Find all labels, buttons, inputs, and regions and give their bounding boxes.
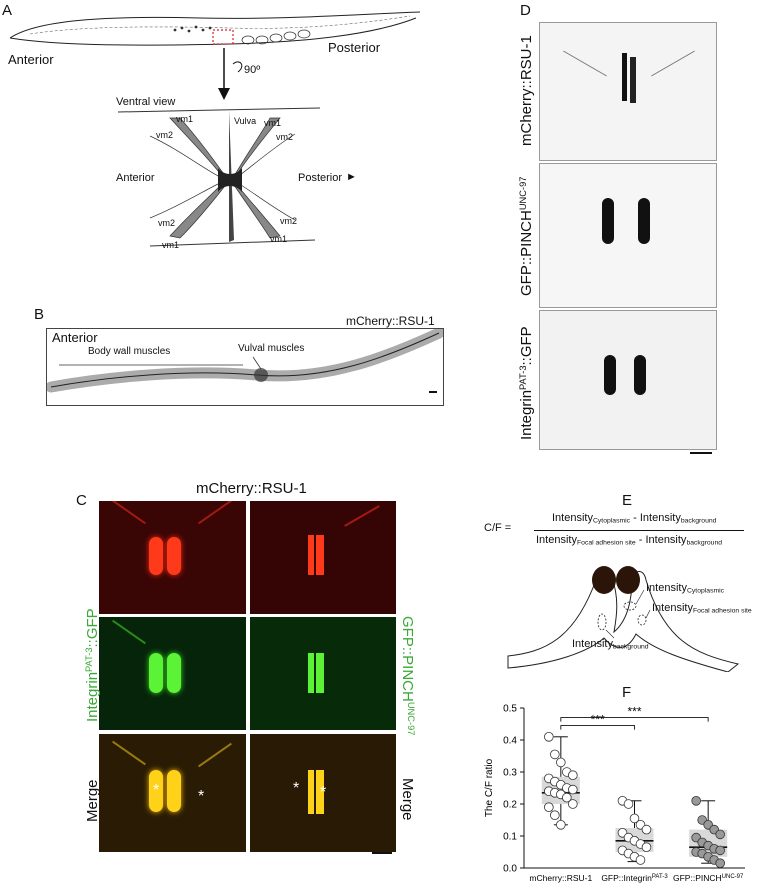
x-tick-label: mCherry::RSU-1 (529, 873, 592, 883)
focal-label: IntensityFocal adhesion site (652, 602, 752, 615)
y-tick-label: 0.0 (503, 864, 517, 875)
asterisk-marker: * (153, 782, 160, 799)
data-point (556, 820, 566, 830)
panel-label-f: F (622, 684, 632, 701)
merge-label: Merge (84, 779, 101, 822)
asterisk-marker: * (293, 780, 300, 797)
panel-c-title: mCherry::RSU-1 (196, 480, 307, 497)
data-point (715, 829, 725, 840)
vm1-label: vm1 (162, 240, 180, 250)
y-tick-label: 0.1 (503, 832, 517, 843)
data-point (715, 845, 725, 856)
data-point (641, 842, 652, 853)
data-point (550, 810, 560, 820)
vulva-label: Vulva (234, 116, 257, 126)
vm1-label: vm1 (270, 234, 288, 244)
rsu-label: mCherry::RSU-1 (518, 35, 535, 146)
micro-green-2 (250, 617, 396, 730)
muscle-schematic (507, 566, 740, 672)
numerator: IntensityCytoplasmic - Intensitybackgrou… (552, 512, 717, 525)
y-tick-label: 0.2 (503, 800, 517, 811)
micro-red-2 (250, 501, 396, 614)
anterior-label: Anterior (8, 52, 54, 67)
vm1-label: vm1 (264, 118, 282, 128)
data-point (544, 731, 554, 742)
significance-label: *** (627, 705, 641, 719)
worm-micrograph (46, 328, 444, 406)
vulval-label: Vulval muscles (238, 343, 305, 354)
marker-label: mCherry::RSU-1 (346, 314, 435, 328)
denominator: IntensityFocal adhesion site - Intensity… (536, 534, 723, 547)
ventral-view-label: Ventral view (116, 96, 176, 108)
asterisk-marker: * (198, 788, 205, 805)
asterisk-marker: * (320, 784, 327, 801)
panel-label-c: C (76, 492, 87, 509)
significance-bracket (560, 717, 709, 722)
y-tick-label: 0.5 (503, 704, 517, 715)
y-tick-label: 0.3 (503, 768, 517, 779)
scale-bar (690, 452, 712, 454)
vm2-label: vm2 (156, 130, 174, 140)
x-tick-label: GFP::IntegrinPAT-3 (601, 873, 668, 883)
arrow-icon: ► (346, 171, 357, 183)
micro-merge-1 (99, 734, 246, 852)
pinch-label: GFP::PINCHUNC-97 (398, 616, 416, 736)
micro-green-1 (99, 617, 246, 730)
data-point (623, 799, 634, 809)
panel-label-b: B (34, 306, 45, 323)
x-tick-label: GFP::PINCHUNC-97 (673, 873, 744, 883)
integrin-label: IntegrinPAT-3::GFP (518, 326, 536, 440)
integrin-label: IntegrinPAT-3::GFP (84, 608, 102, 722)
vm2-label: vm2 (280, 216, 298, 226)
significance-bracket (560, 725, 635, 730)
cytoplasmic-label: IntensityCytoplasmic (646, 582, 725, 595)
micro-d-integrin (539, 310, 717, 450)
posterior-label: Posterior (328, 40, 381, 55)
cf-equals: C/F = (484, 522, 512, 534)
anterior-label: Anterior (52, 330, 98, 345)
panel-label-d: D (520, 2, 531, 19)
worm-schematic (9, 11, 420, 247)
y-axis-label: The C/F ratio (484, 758, 495, 817)
data-point (568, 784, 578, 795)
significance-label: *** (591, 713, 605, 727)
panel-label-e: E (622, 492, 633, 509)
data-point (550, 749, 560, 760)
vm1-label: vm1 (176, 114, 194, 124)
micro-d-rsu (539, 22, 717, 161)
y-tick-label: 0.4 (503, 736, 517, 747)
posterior-label: Posterior (298, 172, 343, 184)
panel-label-a: A (2, 2, 13, 19)
vm2-label: vm2 (158, 218, 176, 228)
data-point (568, 770, 578, 780)
rotation-label: 90º (244, 64, 261, 76)
data-point (544, 802, 554, 812)
anterior-label: Anterior (116, 172, 155, 184)
data-point (691, 796, 701, 806)
data-point (635, 855, 646, 865)
micro-merge-2 (250, 734, 396, 852)
scale-bar (372, 852, 392, 854)
data-point (568, 799, 578, 809)
micro-red-1 (99, 501, 246, 614)
data-point (641, 824, 652, 835)
data-point (562, 792, 572, 803)
pinch-label: GFP::PINCHUNC-97 (518, 176, 536, 296)
data-point (556, 757, 566, 768)
data-point (715, 858, 725, 869)
data-point (629, 813, 640, 824)
vm2-label: vm2 (276, 132, 294, 142)
body-wall-label: Body wall muscles (88, 346, 171, 357)
micro-d-pinch (539, 163, 717, 308)
background-label: Intensitybackground (572, 638, 649, 651)
fraction-bar (534, 530, 744, 531)
merge-label: Merge (399, 778, 416, 821)
